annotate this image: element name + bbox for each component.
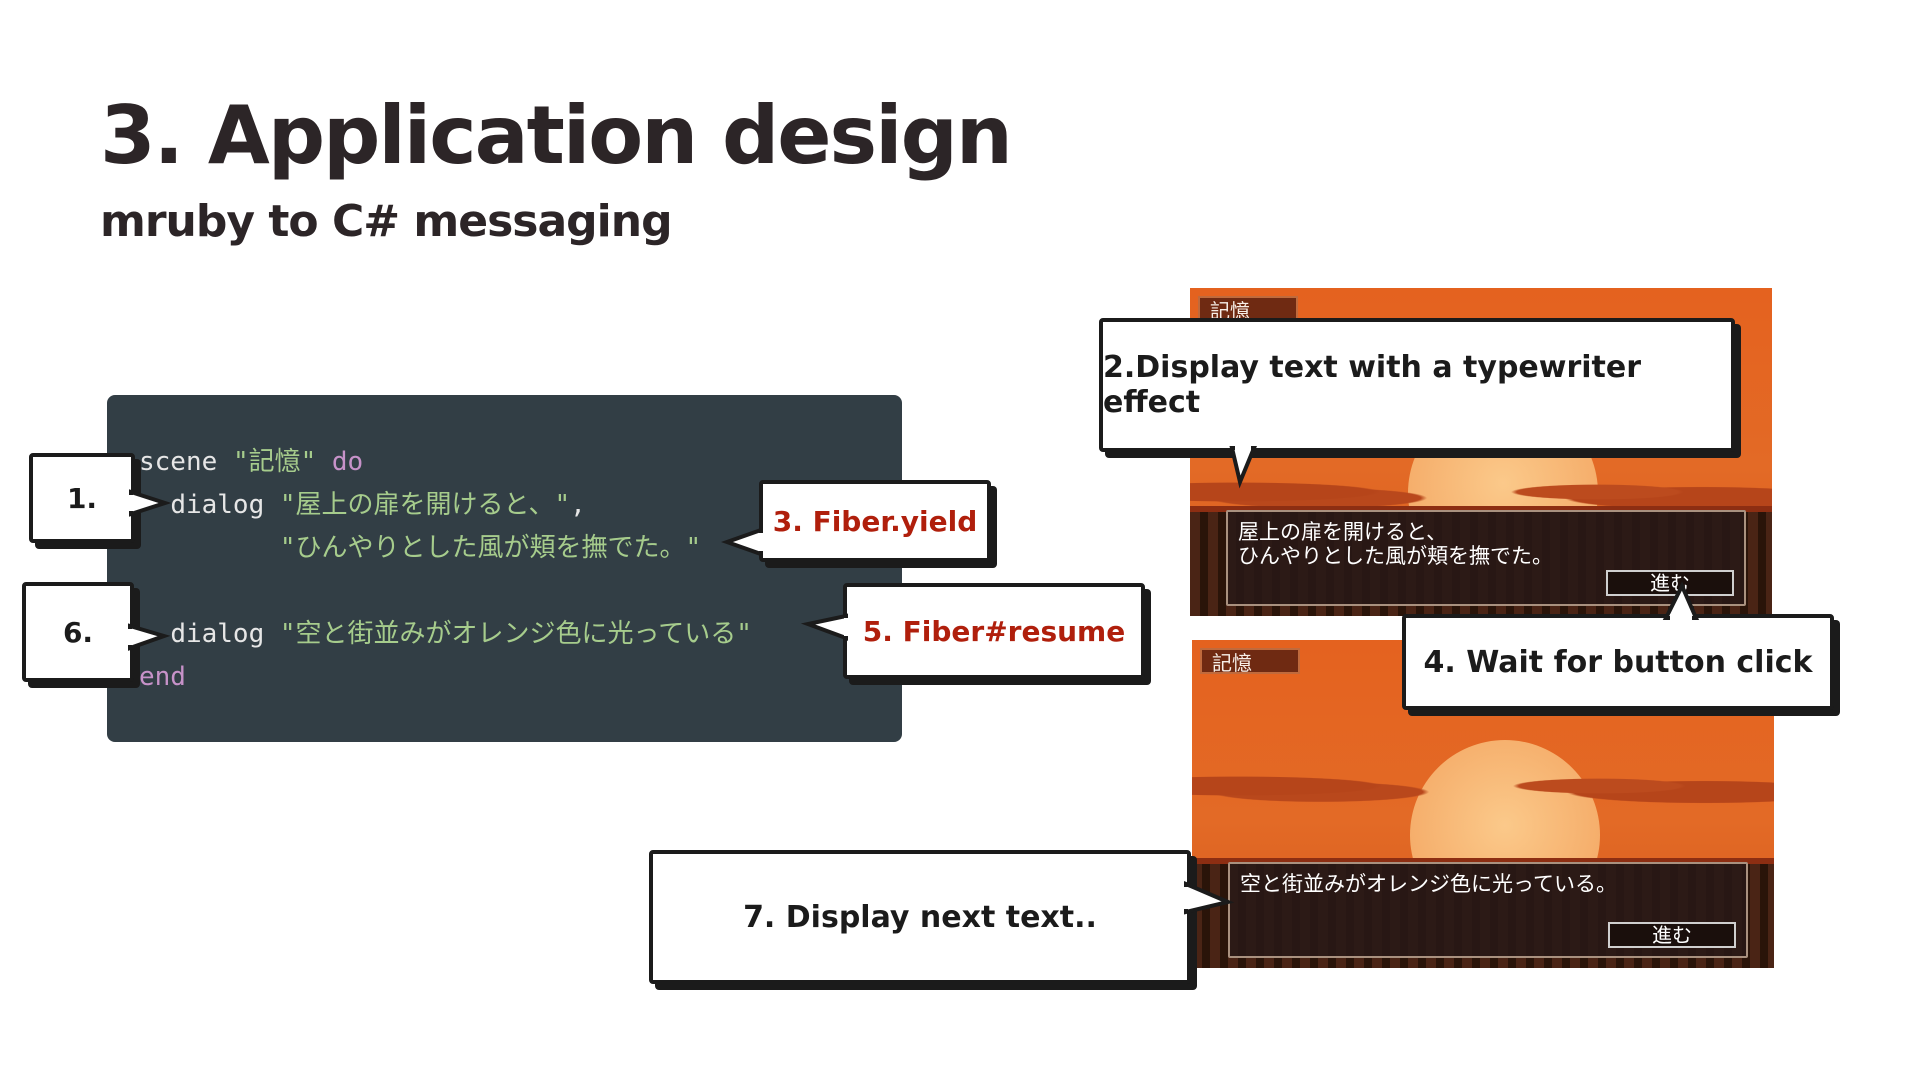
message-box-1: 屋上の扉を開けると、 ひんやりとした風が頬を撫でた。 進む — [1226, 510, 1746, 606]
callout-tail-5 — [800, 613, 852, 641]
code-string-scene-name: "記憶" — [232, 447, 317, 477]
code-keyword-scene: scene — [139, 447, 218, 477]
code-line-5: end — [139, 664, 186, 690]
code-line-3: "ひんやりとした風が頬を撫でた。" — [139, 535, 701, 561]
code-panel: scene "記憶" do dialog "屋上の扉を開けると、", "ひんやり… — [107, 395, 902, 742]
code-line-4: dialog "空と街並みがオレンジ色に光っている" — [139, 621, 752, 647]
code-string-dialog-1a: "屋上の扉を開けると、" — [279, 490, 571, 520]
message-text-1: 屋上の扉を開けると、 ひんやりとした風が頬を撫でた。 — [1238, 520, 1553, 568]
slide-title: 3. Application design — [100, 89, 1013, 182]
scene-tag-2: 記憶 — [1200, 648, 1300, 675]
callout-tail-7 — [1180, 880, 1235, 915]
callout-step-1: 1. — [29, 453, 135, 543]
slide-subtitle: mruby to C# messaging — [100, 196, 673, 247]
callout-step-6: 6. — [22, 582, 134, 682]
code-line-1: scene "記憶" do — [139, 449, 363, 475]
callout-step-3: 3. Fiber.yield — [759, 480, 991, 562]
code-comma: , — [570, 490, 586, 520]
callout-step-4: 4. Wait for button click — [1402, 614, 1834, 710]
code-keyword-dialog-1: dialog — [170, 490, 265, 520]
callout-step-2: 2.Display text with a typewriter effect — [1099, 318, 1735, 452]
next-button-1[interactable]: 進む — [1606, 570, 1734, 596]
message-box-2: 空と街並みがオレンジ色に光っている。 進む — [1228, 862, 1748, 958]
callout-step-7: 7. Display next text.. — [649, 850, 1191, 984]
message-text-2: 空と街並みがオレンジ色に光っている。 — [1240, 872, 1617, 896]
code-string-dialog-1b: "ひんやりとした風が頬を撫でた。" — [279, 533, 702, 563]
callout-tail-3 — [720, 527, 767, 557]
callout-tail-2 — [1229, 442, 1257, 489]
clouds-2 — [1192, 750, 1774, 810]
callout-tail-6 — [124, 623, 171, 651]
callout-tail-4 — [1662, 581, 1700, 622]
next-button-2[interactable]: 進む — [1608, 922, 1736, 948]
code-line-2: dialog "屋上の扉を開けると、", — [139, 492, 586, 518]
callout-step-5: 5. Fiber#resume — [843, 583, 1145, 679]
callout-tail-1 — [125, 489, 172, 517]
code-string-dialog-2: "空と街並みがオレンジ色に光っている" — [279, 619, 752, 649]
code-keyword-end: end — [139, 662, 186, 692]
code-keyword-dialog-2: dialog — [170, 619, 265, 649]
code-keyword-do: do — [331, 447, 364, 477]
